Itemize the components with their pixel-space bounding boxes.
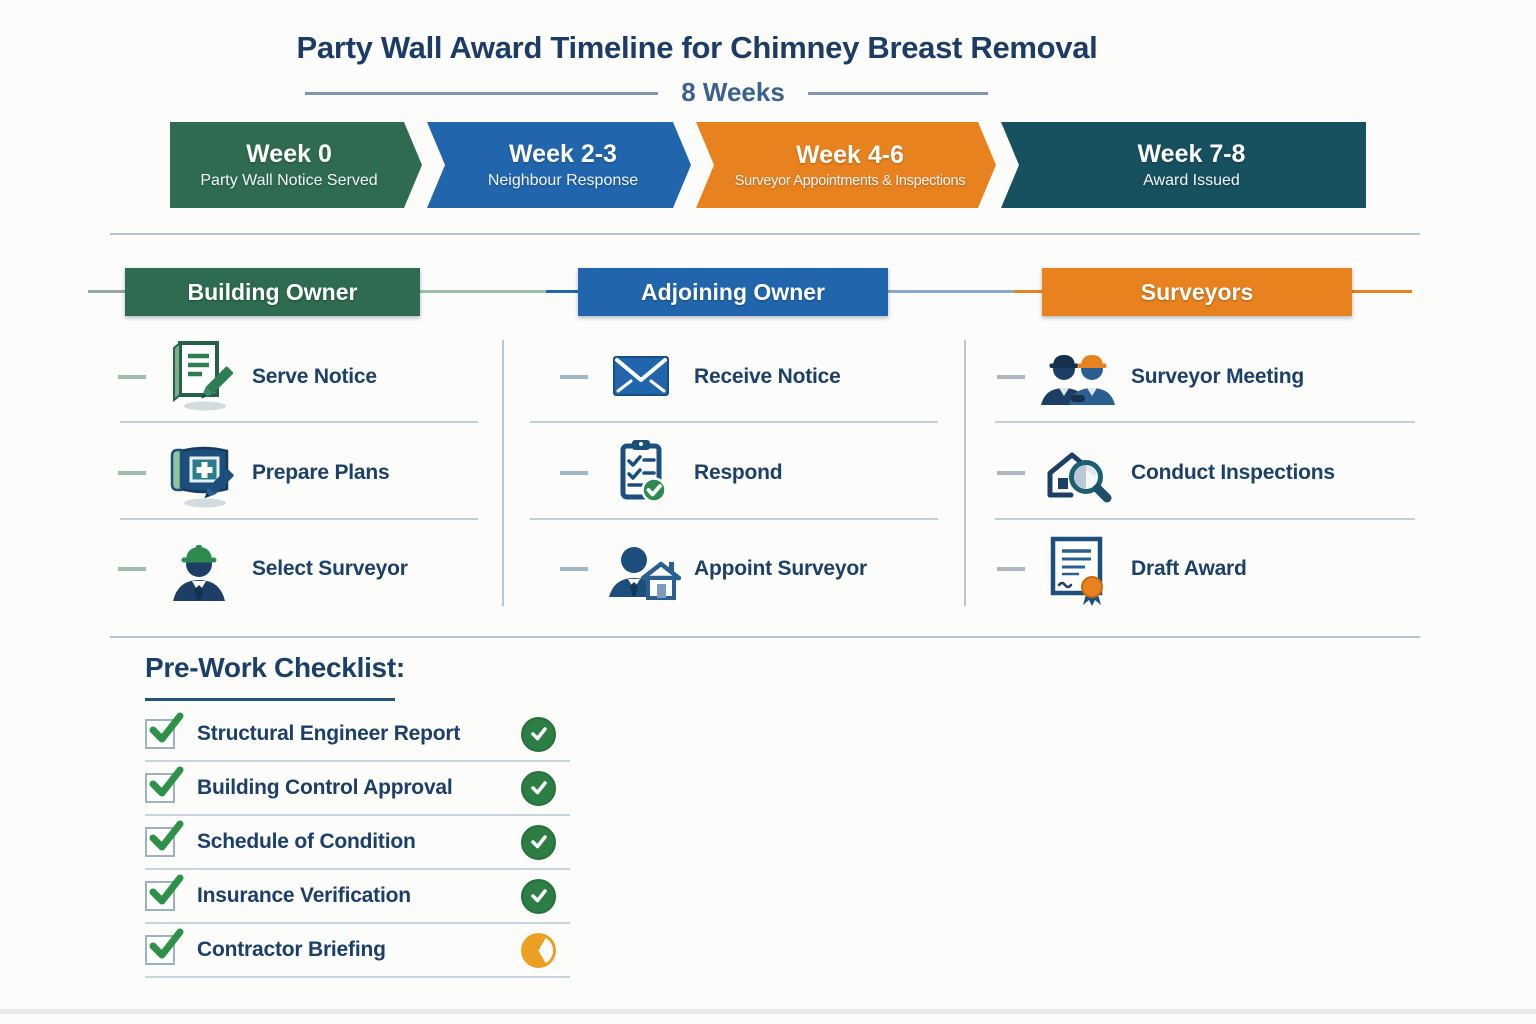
task-row-draft-award: Draft Award [997,523,1247,615]
timeline-bar: Week 0 Party Wall Notice Served Week 2-3… [170,122,1366,208]
task-label: Serve Notice [252,365,377,388]
timeline-week-title: Week 7-8 [1137,140,1246,168]
checkbox-checked-icon [145,928,184,965]
envelope-icon [613,356,669,396]
status-in-progress-icon [521,932,556,968]
tick-line [560,471,588,475]
section-divider-top [110,233,1420,235]
task-label: Respond [694,461,783,484]
task-label: Select Surveyor [252,557,408,580]
task-row-respond: Respond [560,427,783,519]
lane-header-adjoining-owner: Adjoining Owner [578,268,888,316]
lane-header-building-owner: Building Owner [125,268,420,316]
checklist-row: Schedule of Condition [145,816,570,870]
tick-line [997,471,1025,475]
document-pencil-icon [173,340,234,411]
row-divider [995,518,1415,520]
checklist-row: Contractor Briefing [145,924,570,978]
checkbox-checked-icon [145,820,184,857]
timeline-segment-week4-6: Week 4-6 Surveyor Appointments & Inspect… [696,122,996,208]
checklist-title-underline [145,698,395,701]
tick-line [997,375,1025,379]
connector-line [888,290,1014,293]
clipboard-check-icon [620,440,667,503]
checkbox-checked-icon [145,874,184,911]
checklist-item-label: Building Control Approval [197,776,453,799]
tick-line [560,375,588,379]
task-row-select-surveyor: Select Surveyor [118,523,408,615]
checklist-item-label: Schedule of Condition [197,830,416,853]
status-complete-icon [521,716,556,752]
checklist-row: Structural Engineer Report [145,708,570,762]
row-divider [530,421,938,423]
status-complete-icon [521,770,556,806]
lane-header-surveyors: Surveyors [1042,268,1352,316]
two-surveyors-icon [1041,355,1115,405]
lane-divider [502,340,504,606]
row-divider [530,518,938,520]
task-row-prepare-plans: Prepare Plans [118,427,390,519]
checklist-title: Pre-Work Checklist: [145,652,405,683]
checklist-item-label: Insurance Verification [197,884,411,907]
timeline-week-subtitle: Surveyor Appointments & Inspections [734,173,966,189]
person-house-icon [609,547,681,600]
tick-line [118,375,146,379]
timeline-segment-week0: Week 0 Party Wall Notice Served [170,122,422,208]
task-row-appoint-surveyor: Appoint Surveyor [560,523,867,615]
timeline-segment-week2-3: Week 2-3 Neighbour Response [427,122,691,208]
page-title: Party Wall Award Timeline for Chimney Br… [296,30,1098,65]
task-label: Surveyor Meeting [1131,365,1305,388]
connector-line [88,290,126,293]
section-divider-bottom [110,636,1420,638]
task-label: Conduct Inspections [1131,461,1335,484]
timeline-segment-week7-8: Week 7-8 Award Issued [1001,122,1366,208]
row-divider [120,421,478,423]
tick-line [118,471,146,475]
task-label: Receive Notice [694,365,841,388]
status-complete-icon [521,824,556,860]
checklist-row: Building Control Approval [145,762,570,816]
blueprint-pencil-icon [170,446,234,508]
task-label: Draft Award [1131,557,1247,580]
timeline-week-title: Week 0 [246,140,332,168]
connector-line [1352,290,1412,293]
task-label: Appoint Surveyor [694,557,867,580]
tick-line [118,567,146,571]
task-row-serve-notice: Serve Notice [118,331,377,423]
lane-divider [964,340,966,606]
task-row-receive-notice: Receive Notice [560,331,841,423]
timeline-week-title: Week 2-3 [509,140,617,168]
certificate-rosette-icon [1050,536,1103,606]
timeline-week-subtitle: Award Issued [1143,172,1240,189]
hardhat-person-icon [173,545,225,601]
duration-label: 8 Weeks [681,77,785,107]
timeline-week-subtitle: Neighbour Response [487,172,639,189]
subtitle-rule-left [305,92,658,95]
status-complete-icon [521,878,556,914]
page-bottom-edge [0,1009,1536,1014]
checklist-row: Insurance Verification [145,870,570,924]
subtitle-rule-right [808,92,988,95]
timeline-week-subtitle: Party Wall Notice Served [200,172,378,189]
row-divider [995,421,1415,423]
checkbox-checked-icon [145,766,184,803]
house-magnifier-icon [1047,452,1112,503]
checklist-item-label: Contractor Briefing [197,938,386,961]
row-divider [120,518,478,520]
tick-line [560,567,588,571]
connector-line [420,290,546,293]
connector-line [546,290,579,293]
tick-line [997,567,1025,571]
timeline-week-title: Week 4-6 [796,141,904,169]
checklist-item-label: Structural Engineer Report [197,722,461,745]
connector-line [1014,290,1043,293]
task-label: Prepare Plans [252,461,390,484]
task-row-conduct-inspections: Conduct Inspections [997,427,1335,519]
task-row-surveyor-meeting: Surveyor Meeting [997,331,1304,423]
checkbox-checked-icon [145,712,184,749]
